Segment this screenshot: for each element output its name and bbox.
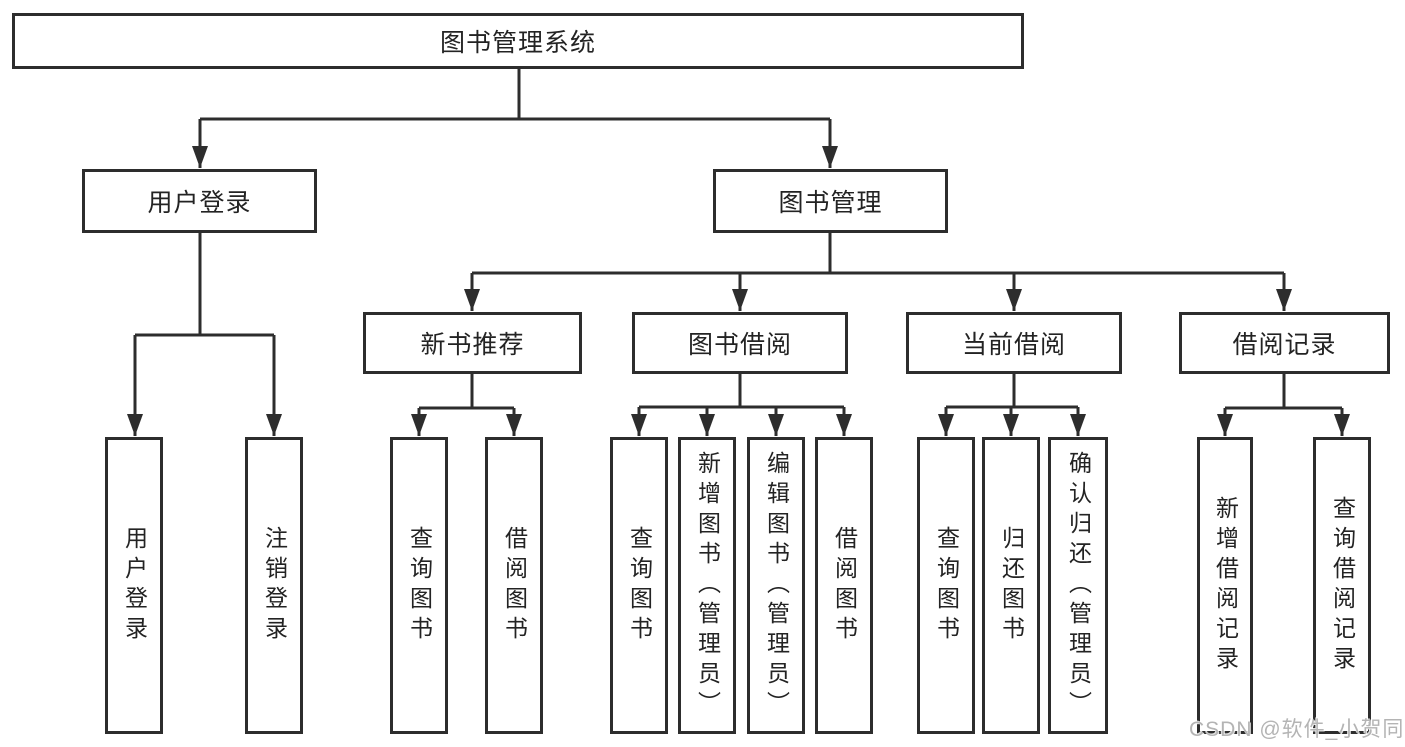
node-user-login: 用户登录 (82, 169, 317, 233)
leaf-logout-login: 注销登录 (245, 437, 303, 734)
leaf-label: 注销登录 (261, 525, 288, 646)
leaf-borrow-books-2: 借阅图书 (815, 437, 873, 734)
leaf-query-books-2: 查询图书 (610, 437, 668, 734)
leaf-label: 查询图书 (626, 525, 653, 646)
leaf-query-borrow-record: 查询借阅记录 (1313, 437, 1371, 734)
leaf-label: 借阅图书 (501, 525, 528, 646)
node-book-management: 图书管理 (713, 169, 948, 233)
node-label: 新书推荐 (420, 331, 525, 359)
leaf-add-borrow-record: 新增借阅记录 (1197, 437, 1253, 734)
leaf-label: 查询图书 (933, 525, 960, 646)
leaf-borrow-books-1: 借阅图书 (485, 437, 543, 734)
node-library-management-system: 图书管理系统 (12, 13, 1024, 69)
leaf-label: 查询借阅记录 (1329, 495, 1356, 676)
leaf-label: 确认归还（管理员） (1065, 450, 1092, 721)
leaf-label: 查询图书 (406, 525, 433, 646)
leaf-confirm-return-admin: 确认归还（管理员） (1048, 437, 1108, 734)
leaf-label: 借阅图书 (831, 525, 858, 646)
leaf-label: 归还图书 (998, 525, 1025, 646)
node-book-borrowing: 图书借阅 (632, 312, 848, 374)
leaf-label: 新增图书（管理员） (694, 450, 721, 721)
leaf-label: 用户登录 (121, 525, 148, 646)
leaf-label: 新增借阅记录 (1212, 495, 1239, 676)
leaf-label: 编辑图书（管理员） (763, 450, 790, 721)
node-label: 图书管理系统 (439, 29, 596, 57)
node-label: 图书借阅 (687, 331, 792, 359)
watermark: CSDN @软件_小贺同学 (1189, 718, 1405, 741)
node-label: 当前借阅 (961, 331, 1066, 359)
leaf-add-books-admin: 新增图书（管理员） (678, 437, 736, 734)
leaf-query-books-1: 查询图书 (390, 437, 448, 734)
leaf-query-books-3: 查询图书 (917, 437, 975, 734)
node-label: 借阅记录 (1232, 331, 1337, 359)
node-label: 用户登录 (147, 189, 252, 217)
leaf-user-login: 用户登录 (105, 437, 163, 734)
node-new-book-recommendation: 新书推荐 (363, 312, 582, 374)
node-current-borrowing: 当前借阅 (906, 312, 1122, 374)
node-label: 图书管理 (778, 189, 883, 217)
leaf-edit-books-admin: 编辑图书（管理员） (747, 437, 805, 734)
node-borrowing-records: 借阅记录 (1179, 312, 1390, 374)
leaf-return-books: 归还图书 (982, 437, 1040, 734)
